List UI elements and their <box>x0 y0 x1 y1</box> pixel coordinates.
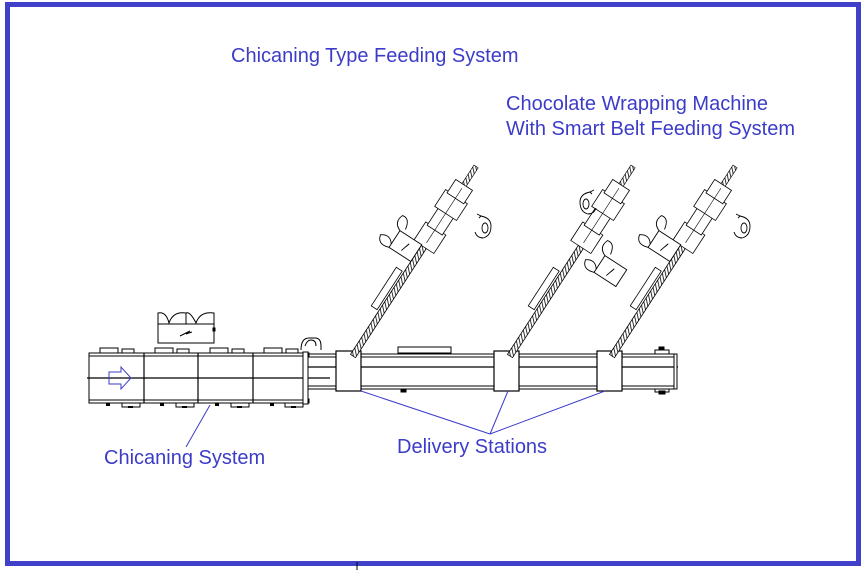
smart-belt-feeder <box>506 238 589 359</box>
wrapping-machine-label-line2: With Smart Belt Feeding System <box>506 118 795 140</box>
delivery-station-1 <box>335 350 362 392</box>
chicaning-hopper <box>157 312 216 344</box>
wrapping-machine-2 <box>506 164 636 359</box>
wrapping-machine-3 <box>608 164 751 359</box>
wrapping-machine-label-line1: Chocolate Wrapping Machine <box>506 93 769 115</box>
delivery-station-2 <box>493 350 520 392</box>
smart-belt-feeder <box>608 238 691 359</box>
flow-direction-arrow-icon <box>108 365 132 391</box>
chicaning-system-label: Chicaning System <box>104 447 266 469</box>
smart-belt-feeder <box>349 238 432 359</box>
wrapping-machine-1 <box>349 164 492 359</box>
chicaning-system <box>87 337 330 408</box>
diagram-title: Chicaning Type Feeding System <box>231 45 519 67</box>
delivery-leader-line-3 <box>489 390 606 435</box>
drawing-frame <box>5 2 861 566</box>
delivery-station-3 <box>596 350 623 392</box>
delivery-leader-line-1 <box>360 390 491 435</box>
delivery-leader-line-2 <box>489 390 509 435</box>
delivery-stations-label: Delivery Stations <box>397 436 548 458</box>
chicaning-leader-line <box>185 404 211 448</box>
